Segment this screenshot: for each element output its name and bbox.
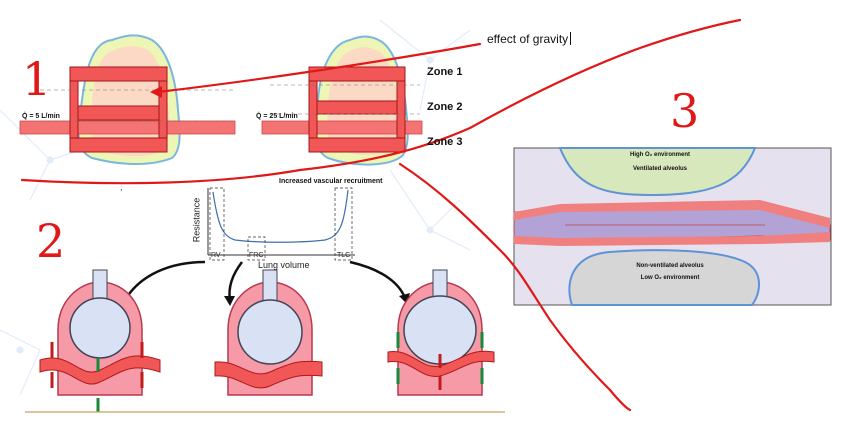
tick-frc: FRC [249,252,264,259]
handwritten-number-3: 3 [670,84,700,138]
alveolus-panel-3 [387,269,495,396]
tick-rv: RV [211,252,221,259]
text-cursor [570,32,572,45]
plot-x-label: Lung volume [258,260,310,270]
plot-y-label: Resistance [191,197,202,243]
inset-bottom-line2: Low O₂ environment [640,275,700,281]
red-annotations [20,18,742,412]
gravity-arrowhead [150,86,162,98]
tick-tlc: TLC [337,252,351,259]
freehand-curve-upper [20,18,742,185]
plot-title: Increased vascular recruitment [279,178,383,185]
inset-top-line2: Ventilated alveolus [632,166,688,172]
alveolus-panel-1 [39,269,161,412]
vessel-horizontal-left [19,120,236,135]
inset-bottom-line1: Non-ventilated alveolus [636,263,704,269]
svg-text:,: , [120,182,123,192]
lung-diagram-left [19,34,236,165]
annotation-text-box[interactable]: effect of gravity [487,32,572,46]
alveolus-panel-2 [214,269,323,396]
lung-diagram-right [261,35,423,166]
flow-label-right: Q̇ = 25 L/min [256,113,298,120]
handwritten-number-2: 2 [36,214,66,268]
annotation-text: effect of gravity [487,32,569,46]
flow-label-left: Q̇ = 5 L/min [22,113,60,120]
inset-figure [513,147,832,306]
resistance-curve [212,189,349,243]
handwritten-number-1: 1 [22,52,52,106]
zone-2-label: Zone 2 [427,101,463,113]
zone-1-label: Zone 1 [427,66,463,78]
inset-top-line1: High O₂ environment [629,152,690,158]
gravity-arrow-line [156,42,482,94]
background-network [0,19,471,396]
freehand-curve-lower [398,162,632,412]
resistance-plot [207,187,355,261]
zone-3-label: Zone 3 [427,136,463,148]
